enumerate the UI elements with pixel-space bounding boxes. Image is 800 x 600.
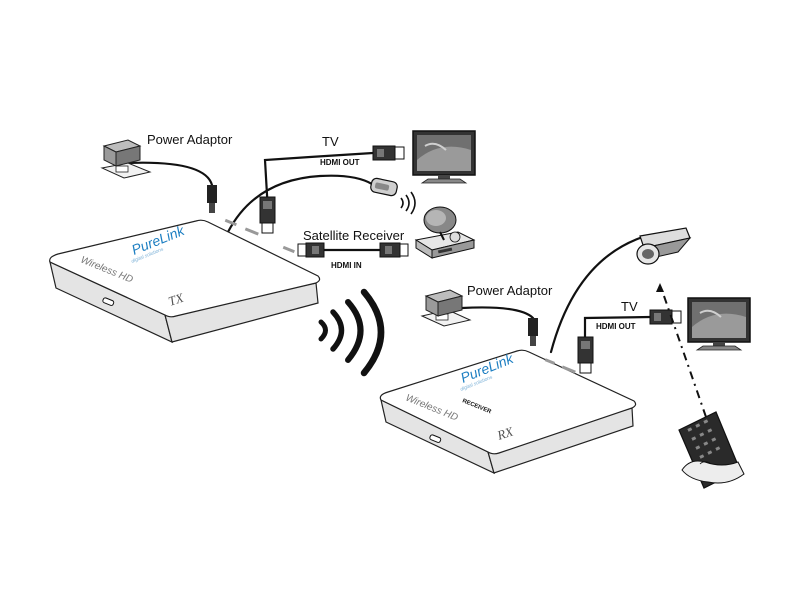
cables	[125, 151, 652, 354]
satellite-receiver-label: Satellite Receiver	[303, 228, 405, 243]
rx-tv-label: TV	[621, 299, 638, 314]
rx-box-hdmi-plug-icon	[577, 336, 594, 374]
ir-beam-icon	[663, 295, 715, 441]
tx-tv-hdmi-plug-icon	[372, 145, 405, 161]
ir-arrow-head-icon	[656, 283, 664, 292]
ir-receiver-icon	[636, 227, 692, 265]
rx-port-labels	[544, 358, 576, 374]
satellite-receiver-icon	[414, 206, 476, 259]
rx-power-adaptor-label: Power Adaptor	[467, 283, 553, 298]
tx-power-adaptor-label: Power Adaptor	[147, 132, 233, 147]
rx-tv-hdmi-plug-icon	[649, 309, 682, 325]
tx-ir-waves-icon	[400, 191, 416, 215]
wireless-signal-icon	[318, 288, 385, 377]
hdmi-in-label: HDMI IN	[331, 261, 362, 270]
hdmi-in-plug-right-icon	[379, 242, 409, 258]
tx-box-hdmi-plug-icon	[259, 196, 276, 234]
rx-hdmi-out-label: HDMI OUT	[596, 322, 636, 331]
tx-port-labels	[224, 218, 295, 254]
transmitter-box: PureLink digital solutions Wireless HD T…	[49, 218, 321, 344]
rx-power-plug-icon	[528, 318, 538, 346]
tx-power-button[interactable]	[102, 297, 115, 306]
tx-power-adaptor-icon	[100, 139, 152, 179]
tx-model-badge: TX	[166, 290, 186, 309]
rx-power-button[interactable]	[429, 434, 442, 443]
tx-hdmi-out-cable	[263, 151, 375, 214]
rx-power-adaptor-icon	[420, 289, 472, 327]
tx-power-cable	[125, 161, 214, 187]
tx-power-plug-icon	[207, 185, 217, 213]
rx-tv-icon	[687, 297, 751, 351]
rx-hdmi-out-cable	[583, 315, 652, 339]
tx-hdmi-out-label: HDMI OUT	[320, 158, 360, 167]
receiver-box: PureLink digital solutions Wireless HD R…	[379, 349, 637, 475]
tx-ir-cable	[226, 174, 374, 234]
tx-tv-icon	[412, 130, 476, 184]
rx-power-cable	[460, 306, 535, 320]
tx-tv-label: TV	[322, 134, 339, 149]
rx-ir-cable	[549, 236, 642, 354]
tx-ir-emitter-icon	[370, 177, 398, 197]
hdmi-in-plug-left-icon	[297, 242, 325, 258]
remote-control-icon	[678, 411, 745, 489]
rx-model-badge: RX	[494, 423, 516, 443]
